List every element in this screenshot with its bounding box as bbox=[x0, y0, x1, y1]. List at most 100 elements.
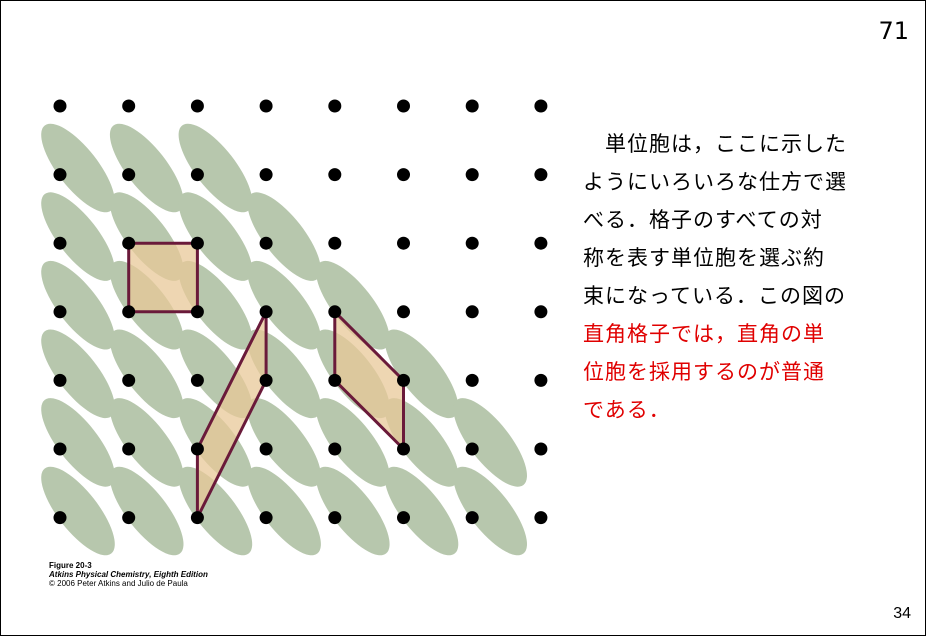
lattice-point bbox=[259, 305, 273, 319]
lattice-point bbox=[259, 236, 273, 250]
lattice-point bbox=[465, 168, 479, 182]
lattice-point bbox=[534, 99, 548, 113]
motif-ellipse bbox=[41, 192, 115, 281]
page-number: 34 bbox=[893, 605, 911, 622]
lattice-point bbox=[465, 442, 479, 456]
body-line: べる．格子のすべての対 bbox=[583, 208, 823, 232]
motif-ellipse bbox=[247, 466, 321, 556]
lattice-point bbox=[53, 442, 67, 456]
lattice-point bbox=[122, 236, 136, 250]
lattice-point bbox=[190, 511, 204, 525]
lattice-point bbox=[534, 168, 548, 182]
lattice-point bbox=[190, 99, 204, 113]
lattice-point bbox=[397, 236, 410, 250]
lattice-point bbox=[122, 168, 136, 182]
lattice-point bbox=[259, 442, 273, 456]
motif-ellipse bbox=[316, 466, 390, 556]
lattice-point bbox=[53, 305, 67, 319]
lattice-point bbox=[259, 168, 273, 182]
lattice-point bbox=[122, 373, 136, 387]
lattice-point bbox=[122, 511, 136, 525]
unit-cell-layer bbox=[127, 241, 405, 520]
lattice-point bbox=[397, 373, 410, 387]
lattice-point bbox=[53, 168, 67, 182]
motif-ellipse bbox=[247, 260, 321, 350]
lattice-point bbox=[397, 442, 410, 456]
lattice-point bbox=[190, 168, 204, 182]
lattice-point bbox=[465, 305, 479, 319]
lattice-point bbox=[397, 305, 410, 319]
body-line: 称を表す単位胞を選ぶ約 bbox=[583, 246, 825, 270]
motif-ellipse bbox=[109, 466, 184, 556]
body-text: 単位胞は，ここに示した ようにいろいろな仕方で選 べる．格子のすべての対 称を表… bbox=[583, 125, 903, 429]
lattice-point bbox=[534, 442, 548, 456]
lattice-point bbox=[53, 511, 67, 525]
motif-ellipse bbox=[247, 192, 321, 281]
motif-ellipse bbox=[247, 398, 321, 487]
lattice-point bbox=[465, 99, 479, 113]
motif-layer bbox=[41, 123, 527, 556]
lattice-point-layer bbox=[53, 99, 548, 525]
lattice-point bbox=[328, 442, 342, 456]
lattice-point bbox=[190, 442, 204, 456]
lattice-point bbox=[190, 373, 204, 387]
lattice-point bbox=[259, 511, 273, 525]
motif-ellipse bbox=[41, 329, 115, 419]
motif-ellipse bbox=[109, 123, 184, 213]
body-line-highlight: 直角格子では，直角の単 bbox=[583, 322, 825, 346]
lattice-point bbox=[534, 236, 548, 250]
slide-number: 71 bbox=[878, 17, 909, 45]
motif-ellipse bbox=[384, 466, 459, 556]
lattice-point bbox=[190, 305, 204, 319]
lattice-point bbox=[122, 99, 136, 113]
body-line: ようにいろいろな仕方で選 bbox=[583, 170, 847, 194]
motif-ellipse bbox=[453, 466, 527, 556]
motif-ellipse bbox=[41, 398, 115, 487]
lattice-point bbox=[534, 511, 548, 525]
lattice-point bbox=[122, 305, 136, 319]
motif-ellipse bbox=[109, 329, 184, 419]
lattice-point bbox=[465, 373, 479, 387]
lattice-point bbox=[465, 511, 479, 525]
lattice-point bbox=[328, 305, 342, 319]
motif-ellipse bbox=[384, 329, 459, 419]
lattice-point bbox=[328, 373, 342, 387]
motif-ellipse bbox=[178, 123, 253, 213]
lattice-point bbox=[259, 99, 273, 113]
lattice-point bbox=[53, 373, 67, 387]
unit-cell-1 bbox=[127, 241, 199, 314]
body-line: 束になっている．この図の bbox=[583, 284, 846, 308]
lattice-point bbox=[122, 442, 136, 456]
body-line: 単位胞は，ここに示した bbox=[583, 132, 847, 156]
body-line-highlight: である． bbox=[583, 398, 671, 422]
lattice-point bbox=[53, 99, 67, 113]
caption-book-title: Atkins Physical Chemistry, Eighth Editio… bbox=[49, 570, 208, 579]
figure-caption: Figure 20-3 Atkins Physical Chemistry, E… bbox=[49, 561, 208, 588]
lattice-point bbox=[397, 99, 410, 113]
caption-copyright: © 2006 Peter Atkins and Julio de Paula bbox=[49, 579, 188, 588]
motif-ellipse bbox=[316, 398, 390, 487]
motif-ellipse bbox=[178, 192, 253, 281]
lattice-point bbox=[534, 373, 548, 387]
caption-figure-number: Figure 20-3 bbox=[49, 561, 92, 570]
lattice-point bbox=[397, 168, 410, 182]
motif-ellipse bbox=[453, 398, 527, 487]
lattice-point bbox=[534, 305, 548, 319]
lattice-point bbox=[465, 236, 479, 250]
lattice-point bbox=[397, 511, 410, 525]
motif-ellipse bbox=[41, 123, 115, 213]
lattice-point bbox=[190, 236, 204, 250]
lattice-figure bbox=[41, 99, 548, 556]
motif-ellipse bbox=[316, 260, 390, 350]
lattice-point bbox=[328, 99, 342, 113]
lattice-point bbox=[328, 168, 342, 182]
motif-ellipse bbox=[109, 398, 184, 487]
lattice-point bbox=[328, 236, 342, 250]
lattice-point bbox=[259, 373, 273, 387]
motif-ellipse bbox=[41, 466, 115, 556]
lattice-point bbox=[53, 236, 67, 250]
body-line-highlight: 位胞を採用するのが普通 bbox=[583, 360, 825, 384]
lattice-point bbox=[328, 511, 342, 525]
motif-ellipse bbox=[41, 260, 115, 350]
